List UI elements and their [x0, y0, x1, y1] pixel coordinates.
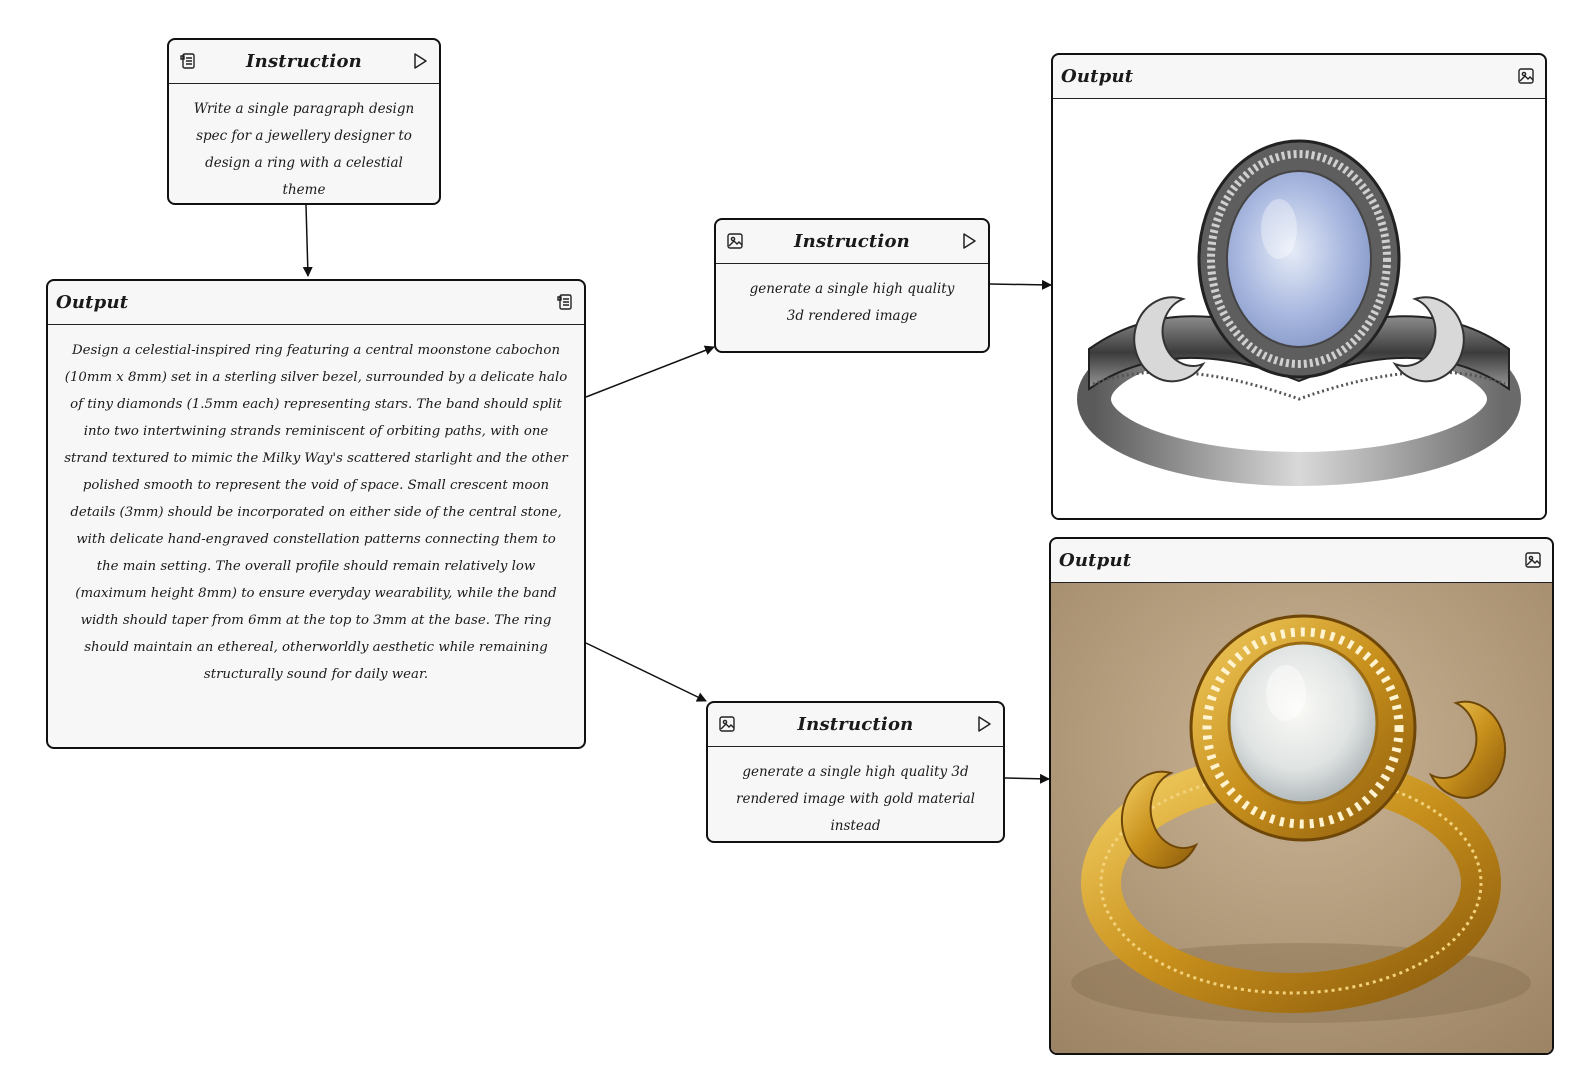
play-icon[interactable] [974, 714, 994, 734]
output-node-design-spec[interactable]: Output Design a celestial-inspired ring … [46, 279, 586, 749]
node-header: Output [1051, 539, 1552, 583]
edge-instruction3-to-image2 [1004, 773, 1050, 784]
edge-output-to-instruction3 [585, 642, 707, 702]
node-title: Instruction [794, 231, 910, 252]
node-title: Output [56, 292, 129, 313]
node-title: Instruction [246, 51, 362, 72]
instruction-node-design-spec[interactable]: Instruction Write a single paragraph des… [167, 38, 441, 205]
gold-ring-image [1051, 583, 1552, 1053]
instruction-text[interactable]: generate a single high quality 3d render… [749, 281, 955, 324]
node-header: Output [1053, 55, 1545, 99]
node-header: Instruction [169, 40, 439, 84]
silver-ring-image [1053, 99, 1545, 518]
scroll-icon [555, 292, 575, 312]
node-title: Instruction [797, 714, 914, 735]
edge-instruction2-to-image1 [989, 279, 1052, 290]
node-header: Instruction [708, 703, 1003, 747]
node-title: Output [1059, 550, 1132, 571]
image-icon [725, 231, 745, 251]
node-title: Output [1061, 66, 1134, 87]
image-icon [1516, 66, 1536, 86]
instruction-node-gold-render[interactable]: Instruction generate a single high quali… [706, 701, 1005, 843]
edge-instruction1-to-output [302, 204, 313, 277]
output-text: Design a celestial-inspired ring featuri… [64, 343, 568, 682]
instruction-text[interactable]: Write a single paragraph design spec for… [193, 101, 415, 198]
play-icon[interactable] [959, 231, 979, 251]
instruction-node-render[interactable]: Instruction generate a single high quali… [714, 218, 990, 353]
play-icon[interactable] [410, 51, 430, 71]
output-node-gold-ring[interactable]: Output [1049, 537, 1554, 1055]
image-icon [1523, 550, 1543, 570]
instruction-text[interactable]: generate a single high quality 3d render… [736, 764, 975, 834]
output-node-silver-ring[interactable]: Output [1051, 53, 1547, 520]
edge-output-to-instruction2 [585, 345, 715, 398]
node-header: Output [48, 281, 584, 325]
node-header: Instruction [716, 220, 988, 264]
image-icon [717, 714, 737, 734]
scroll-icon [178, 51, 198, 71]
